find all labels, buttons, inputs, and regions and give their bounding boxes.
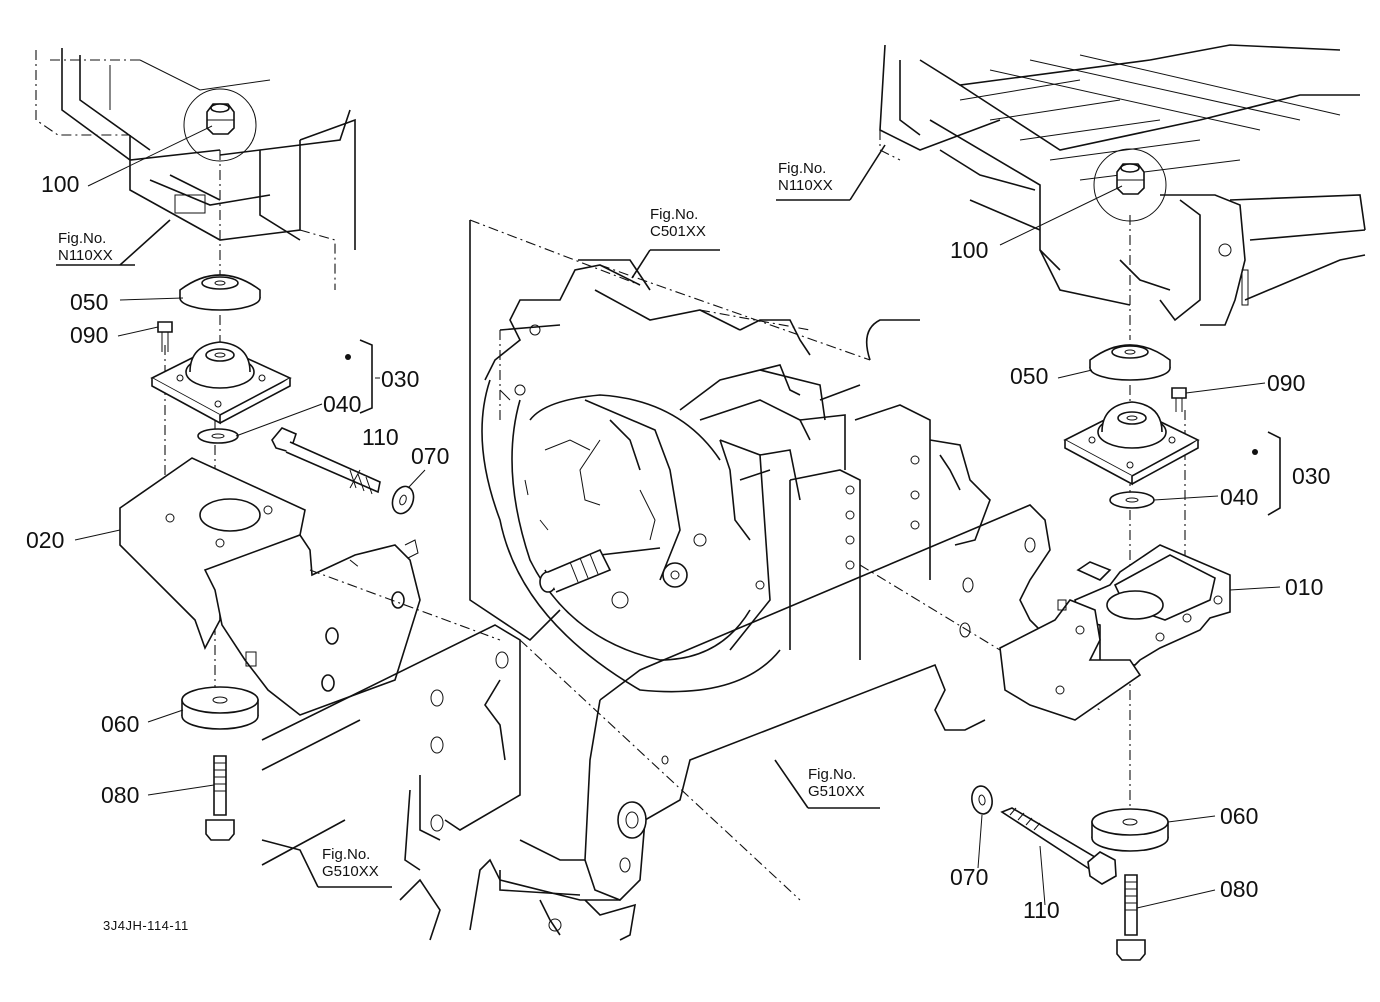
right-label-lower-cushion: 060 xyxy=(1220,803,1259,829)
left-small-bolt xyxy=(157,321,173,352)
left-label-nut: 100 xyxy=(41,171,80,197)
fig-ref-number: N110XX xyxy=(58,247,113,265)
left-label-bracket: 020 xyxy=(26,527,65,553)
left-label-washer: 040 xyxy=(323,391,362,417)
fig-ref-caption: Fig.No. xyxy=(808,766,857,783)
right-label-upper-cushion: 050 xyxy=(1010,363,1049,389)
right-lower-cushion xyxy=(1091,808,1169,852)
fig-ref-center-g510: Fig.No. G510XX xyxy=(808,766,865,801)
fig-ref-caption: Fig.No. xyxy=(58,230,107,247)
right-frame-body xyxy=(879,44,1366,326)
right-label-nut: 100 xyxy=(950,237,989,263)
fig-ref-right-n110: Fig.No. N110XX xyxy=(778,160,833,195)
left-upper-cushion xyxy=(179,274,261,311)
right-label-bolt-small: 090 xyxy=(1267,370,1306,396)
left-label-upper-cushion: 050 xyxy=(70,289,109,315)
right-label-bottom-bolt: 080 xyxy=(1220,876,1259,902)
center-transmission xyxy=(469,219,991,901)
drawing-code: 3J4JH-114-11 xyxy=(103,918,189,933)
center-lower-frame xyxy=(469,504,1101,941)
right-label-long-bolt: 110 xyxy=(1023,897,1060,923)
left-lower-frame xyxy=(261,559,521,941)
left-long-bolt xyxy=(271,427,381,495)
left-mount-assy xyxy=(150,341,351,425)
left-nut-shape xyxy=(206,103,235,135)
left-label-bolt-small: 090 xyxy=(70,322,109,348)
right-mount-assy xyxy=(1063,401,1258,486)
right-small-bolt xyxy=(1171,387,1187,412)
right-upper-cushion xyxy=(1089,344,1171,381)
fig-ref-number: G510XX xyxy=(808,783,865,801)
left-label-mount-assy: 030 xyxy=(381,366,420,392)
fig-ref-caption: Fig.No. xyxy=(322,846,371,863)
fig-ref-caption: Fig.No. xyxy=(778,160,827,177)
fig-ref-number: G510XX xyxy=(322,863,379,881)
fig-ref-left-g510: Fig.No. G510XX xyxy=(322,846,379,881)
left-label-bottom-bolt: 080 xyxy=(101,782,140,808)
leader-lines xyxy=(56,125,1281,909)
left-bottom-bolt xyxy=(205,755,235,841)
fig-ref-c501: Fig.No. C501XX xyxy=(650,206,706,241)
left-bracket xyxy=(119,457,421,716)
right-label-mount-assy: 030 xyxy=(1292,463,1331,489)
left-label-lower-cushion: 060 xyxy=(101,711,140,737)
fig-ref-number: C501XX xyxy=(650,223,706,241)
right-label-washer: 040 xyxy=(1220,484,1259,510)
right-bracket xyxy=(999,544,1231,721)
left-nut-detail-circle xyxy=(183,88,257,162)
left-washer xyxy=(197,428,239,444)
right-nut-shape xyxy=(1116,163,1145,195)
left-label-long-bolt: 110 xyxy=(362,424,399,450)
fig-ref-number: N110XX xyxy=(778,177,833,195)
fig-ref-caption: Fig.No. xyxy=(650,206,699,223)
right-label-bracket: 010 xyxy=(1285,574,1324,600)
right-label-flat-washer: 070 xyxy=(950,864,989,890)
right-flat-washer xyxy=(971,785,993,815)
right-bottom-bolt xyxy=(1116,874,1146,961)
left-label-flat-washer: 070 xyxy=(411,443,450,469)
left-lower-cushion xyxy=(181,686,259,730)
fig-ref-left-n110: Fig.No. N110XX xyxy=(58,230,113,265)
right-washer xyxy=(1109,491,1155,509)
left-flat-washer xyxy=(391,485,415,515)
right-long-bolt xyxy=(1000,807,1117,885)
